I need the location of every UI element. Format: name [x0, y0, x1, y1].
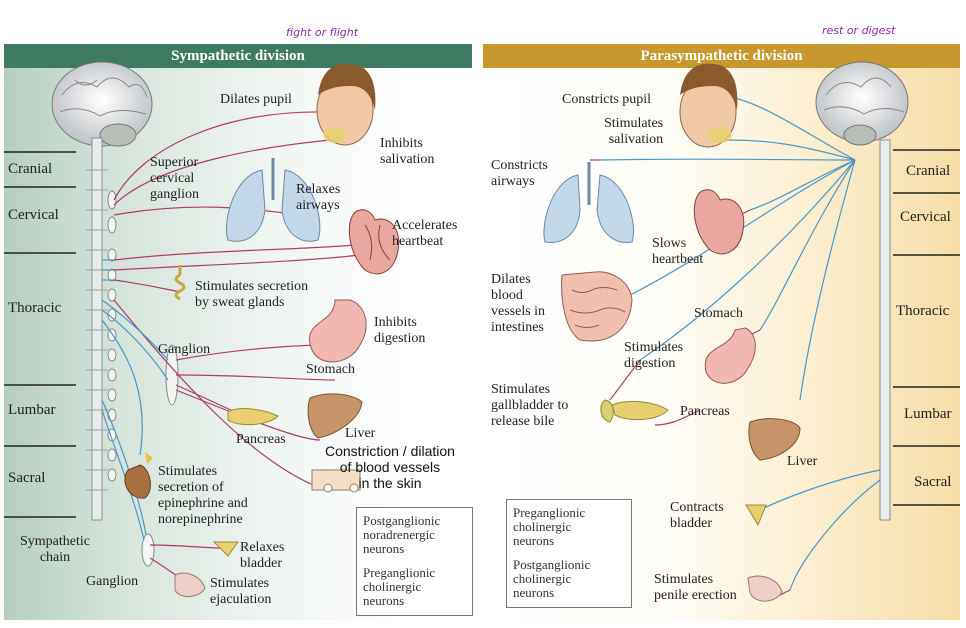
sympathetic-bladder-icon — [212, 541, 239, 557]
adrenal-icon — [124, 452, 153, 499]
legend-para-postganglionic: Postganglionic cholinergic neurons — [513, 557, 591, 600]
label-gallbladder: Stimulates gallbladder to release bile — [491, 382, 569, 429]
sympathetic-title: Sympathetic division — [4, 44, 472, 68]
sympathetic-pancreas-icon — [227, 408, 279, 426]
parasympathetic-face-icon — [679, 63, 738, 148]
label-para-liver: Liver — [787, 454, 818, 469]
symp-region-lumbar: Lumbar — [8, 402, 56, 418]
label-para-stomach: Stomach — [694, 306, 743, 321]
parasympathetic-preganglionic-fibers — [599, 94, 881, 591]
para-region-sacral: Sacral — [914, 474, 952, 490]
annotation-fight-or-flight: fight or flight — [286, 26, 359, 39]
label-superior-cervical-ganglion: Superior cervical ganglion — [150, 155, 199, 202]
label-sympathetic-chain: Sympathetic chain — [20, 534, 90, 565]
parasympathetic-brain — [815, 61, 909, 146]
sympathetic-liver-icon — [307, 393, 363, 439]
label-skin-vessels-note: Constriction / dilation of blood vessels… — [325, 443, 455, 491]
sympathetic-heart-icon — [348, 209, 400, 275]
label-constricts-pupil: Constricts pupil — [562, 92, 652, 107]
symp-region-cranial: Cranial — [8, 161, 53, 177]
label-stimulates-salivation: Stimulates salivation — [604, 116, 664, 147]
parasympathetic-stomach-icon — [704, 327, 756, 384]
label-relaxes-airways: Relaxes airways — [296, 182, 341, 213]
parasympathetic-title: Parasympathetic division — [483, 44, 960, 68]
label-symp-stomach: Stomach — [306, 362, 355, 377]
sympathetic-stomach-icon — [309, 299, 367, 363]
parasympathetic-bladder-icon — [745, 504, 767, 527]
sympathetic-spinal-cord — [86, 137, 108, 521]
sympathetic-face-icon — [316, 63, 376, 146]
label-stimulates-ejaculation: Stimulates ejaculation — [210, 576, 272, 607]
label-slows-heartbeat: Slows heartbeat — [652, 236, 704, 267]
symp-region-thoracic: Thoracic — [8, 300, 62, 316]
sympathetic-brain — [51, 61, 153, 147]
label-symp-liver: Liver — [345, 426, 376, 441]
label-sweat-glands: Stimulates secretion by sweat glands — [195, 279, 309, 310]
sympathetic-region-dividers — [4, 151, 76, 518]
parasympathetic-penis-icon — [747, 575, 783, 602]
label-ganglion-lower: Ganglion — [86, 574, 139, 589]
annotation-rest-or-digest: rest or digest — [822, 24, 896, 37]
parasympathetic-heart-icon — [693, 189, 745, 255]
parasympathetic-pancreas-icon — [611, 400, 669, 421]
symp-region-sacral: Sacral — [8, 470, 46, 486]
label-ganglion-upper: Ganglion — [158, 342, 211, 357]
intestines-icon — [561, 271, 633, 342]
legend-symp-postganglionic: Postganglionic noradrenergic neurons — [363, 513, 441, 556]
label-dilates-blood-vessels: Dilates blood vessels in intestines — [491, 272, 546, 335]
sympathetic-legend: Postganglionic noradrenergic neurons Pre… — [356, 507, 473, 616]
parasympathetic-legend: Preganglionic cholinergic neurons Postga… — [506, 499, 632, 608]
para-region-cranial: Cranial — [906, 163, 951, 179]
parasympathetic-lungs-icon — [543, 162, 634, 244]
para-region-cervical: Cervical — [900, 209, 951, 225]
label-inhibits-digestion: Inhibits digestion — [374, 315, 426, 346]
sweat-gland-icon — [174, 265, 186, 301]
sympathetic-lungs-icon — [226, 158, 321, 242]
para-region-thoracic: Thoracic — [896, 303, 950, 319]
parasympathetic-liver-icon — [748, 418, 801, 461]
legend-para-preganglionic: Preganglionic cholinergic neurons — [513, 505, 586, 548]
label-stimulates-digestion: Stimulates digestion — [624, 340, 684, 371]
label-contracts-bladder: Contracts bladder — [670, 500, 724, 531]
label-penile-erection: Stimulates penile erection — [654, 572, 737, 603]
para-region-lumbar: Lumbar — [904, 406, 952, 422]
label-constricts-airways: Constricts airways — [491, 158, 548, 189]
label-dilates-pupil: Dilates pupil — [220, 92, 292, 107]
label-para-pancreas: Pancreas — [680, 404, 730, 419]
sympathetic-preganglionic-fibers — [101, 259, 169, 541]
label-accelerates-heartbeat: Accelerates heartbeat — [392, 218, 458, 249]
label-relaxes-bladder: Relaxes bladder — [240, 540, 285, 571]
legend-symp-preganglionic: Preganglionic cholinergic neurons — [363, 565, 436, 608]
parasympathetic-region-dividers — [893, 149, 960, 506]
symp-region-cervical: Cervical — [8, 207, 59, 223]
skin-vessels-icon — [311, 469, 361, 493]
gallbladder-icon — [600, 399, 614, 423]
parasympathetic-spinal-cord — [879, 139, 891, 521]
sympathetic-penis-icon — [174, 572, 206, 597]
label-inhibits-salivation: Inhibits salivation — [380, 136, 435, 167]
label-symp-pancreas: Pancreas — [236, 432, 286, 447]
label-adrenal-secretion: Stimulates secretion of epinephrine and … — [158, 464, 248, 527]
